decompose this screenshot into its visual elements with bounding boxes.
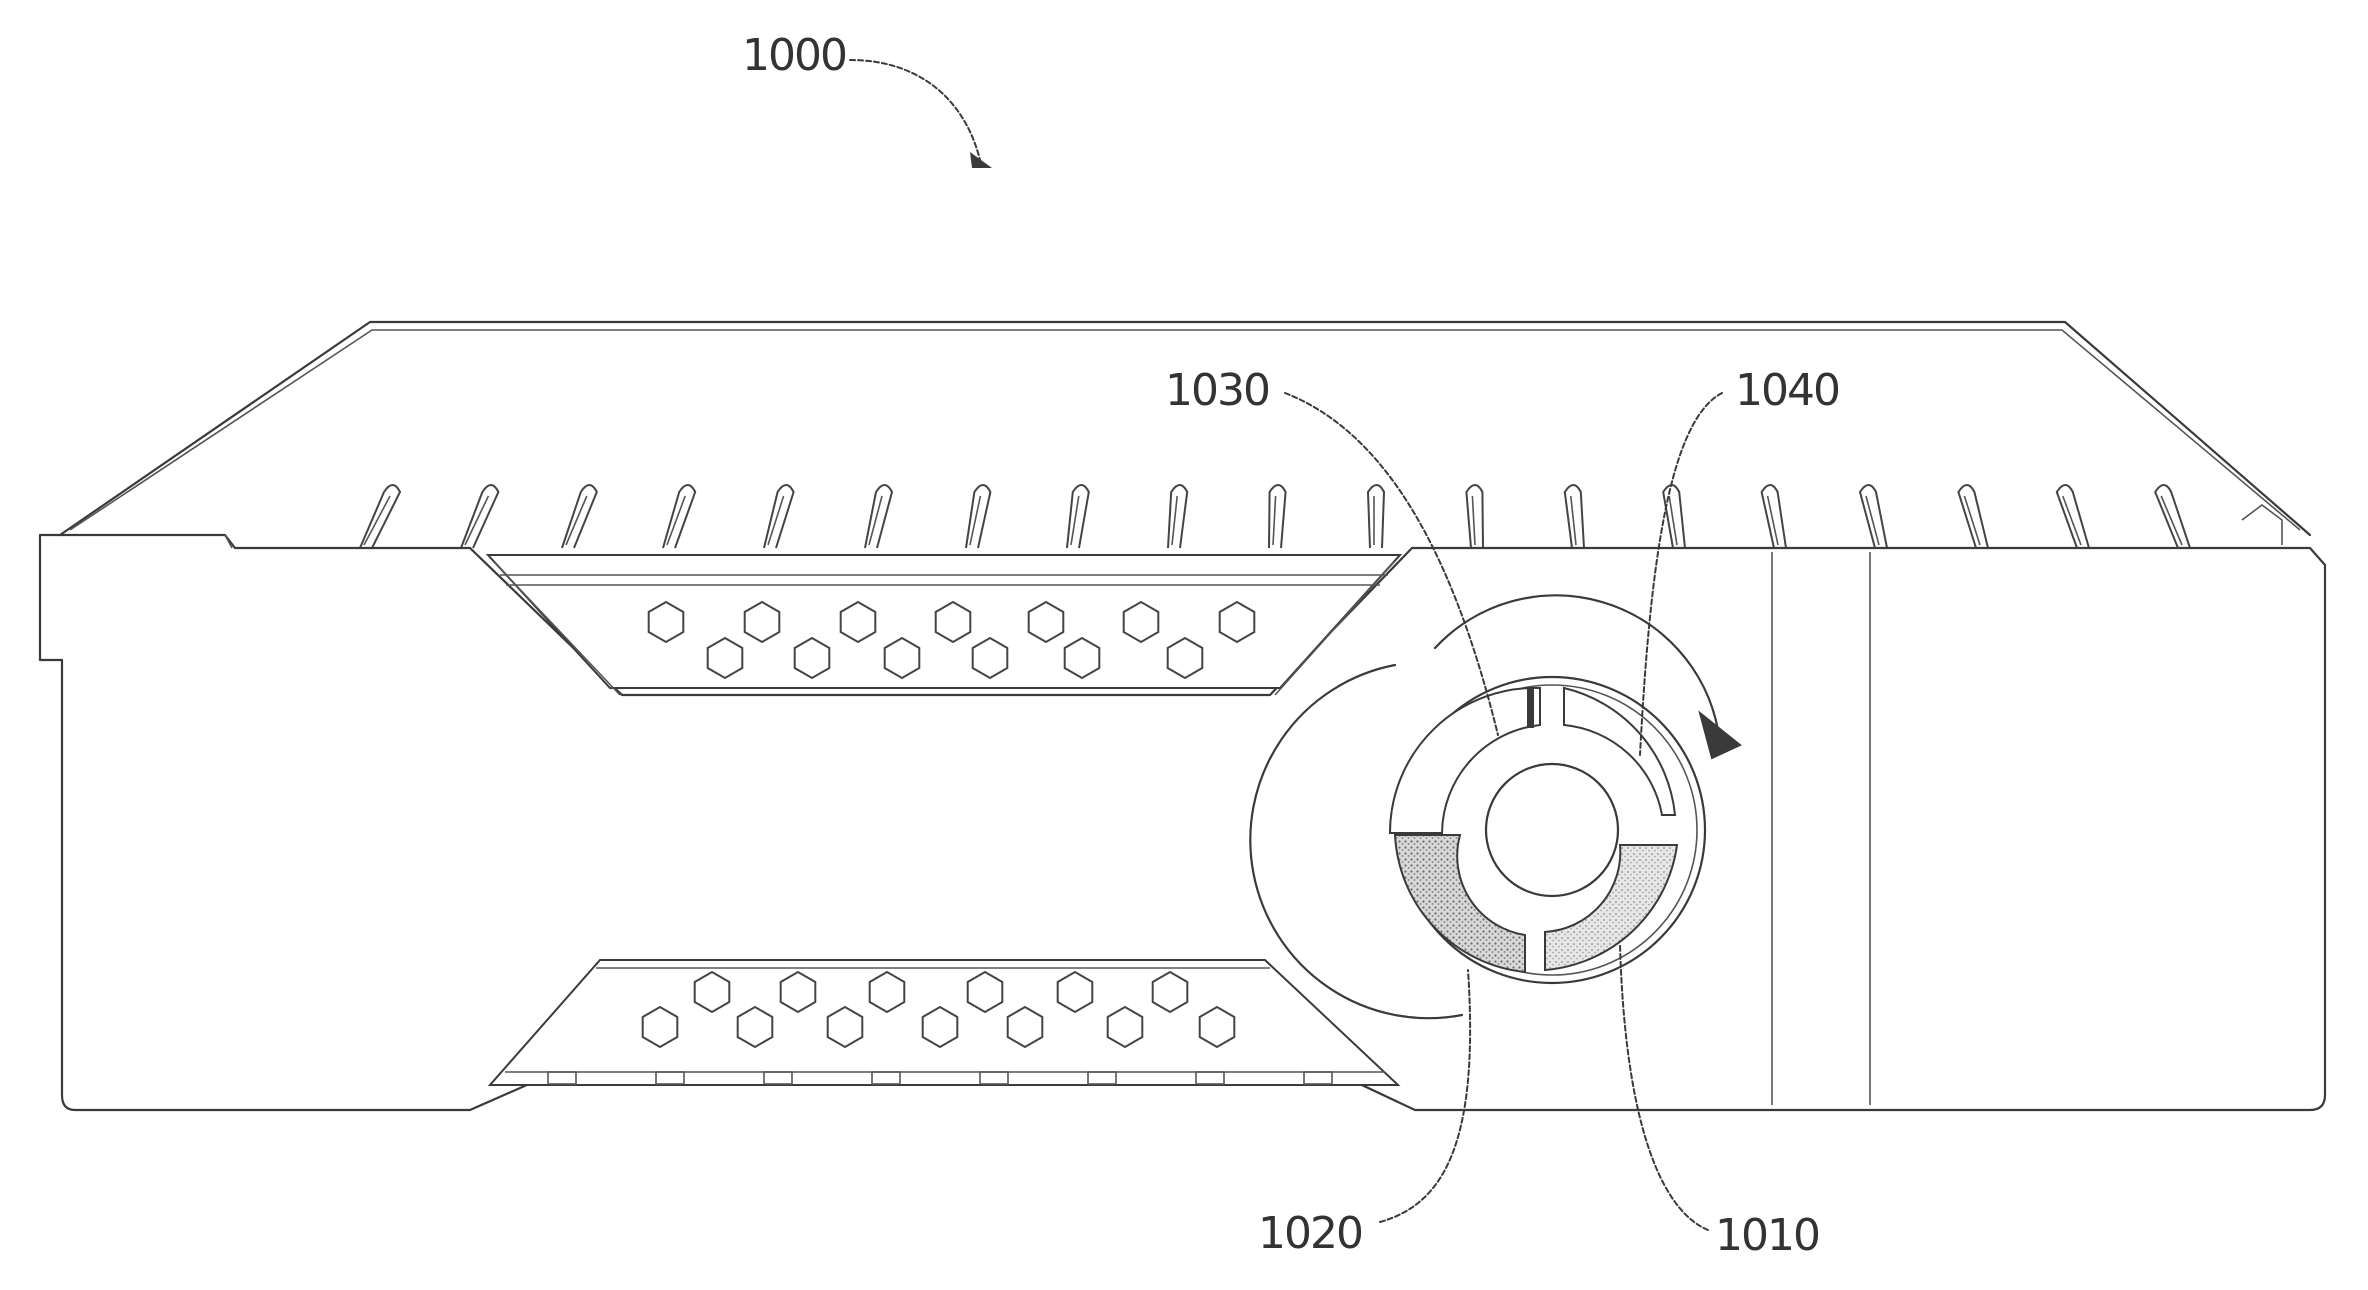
cooling-fin: [1860, 485, 1887, 548]
dial-segment-1030: [1390, 688, 1540, 833]
vent-hole: [1124, 602, 1159, 642]
vent-hole: [745, 602, 780, 642]
cooling-fin: [562, 485, 597, 548]
vent-hole: [649, 602, 684, 642]
ref-label-1030: 1030: [1165, 365, 1269, 416]
cooling-fin: [1565, 485, 1584, 548]
vent-hole: [1153, 972, 1188, 1012]
vent-hole: [1220, 602, 1255, 642]
cooling-fin: [1067, 485, 1089, 548]
vent-hole: [973, 638, 1008, 678]
vent-hole: [828, 1007, 863, 1047]
dial-segment-1010: [1545, 845, 1677, 970]
ref-label-1020: 1020: [1258, 1208, 1362, 1259]
cooling-fin: [1762, 485, 1786, 548]
vent-hole: [738, 1007, 773, 1047]
vent-hole: [781, 972, 816, 1012]
cooling-fin: [2057, 485, 2089, 548]
vent-hole: [1065, 638, 1100, 678]
cooling-fin: [1958, 485, 1988, 548]
cooling-fin: [461, 485, 498, 548]
ref-label-1010: 1010: [1715, 1210, 1819, 1261]
vent-hole: [870, 972, 905, 1012]
cooling-fin: [1663, 485, 1685, 548]
dial[interactable]: [1390, 677, 1705, 983]
vent-hole: [968, 972, 1003, 1012]
vent-hole: [1200, 1007, 1235, 1047]
cooling-fin: [1368, 485, 1384, 548]
vent-hole: [936, 602, 971, 642]
cooling-fin: [865, 485, 892, 548]
vent-hole: [795, 638, 830, 678]
vent-hole: [643, 1007, 678, 1047]
vent-hole: [1058, 972, 1093, 1012]
cooling-fin: [663, 485, 695, 548]
cooling-fin: [764, 485, 794, 548]
vent-hole: [1108, 1007, 1143, 1047]
vent-hole: [695, 972, 730, 1012]
vent-hole: [708, 638, 743, 678]
cooling-fin: [2155, 485, 2190, 548]
cooling-fin: [1168, 485, 1187, 548]
cooling-fin: [1269, 485, 1286, 548]
dial-segment-1040: [1564, 688, 1675, 815]
ref-label-1040: 1040: [1735, 365, 1839, 416]
ref-label-1000: 1000: [742, 30, 846, 81]
cooling-fin: [966, 485, 990, 548]
vent-hole: [1029, 602, 1064, 642]
vent-hole: [841, 602, 876, 642]
vent-hole: [1168, 638, 1203, 678]
vent-hole: [923, 1007, 958, 1047]
vent-hole: [885, 638, 920, 678]
cooling-fins: [360, 485, 2190, 548]
vent-hole: [1008, 1007, 1043, 1047]
